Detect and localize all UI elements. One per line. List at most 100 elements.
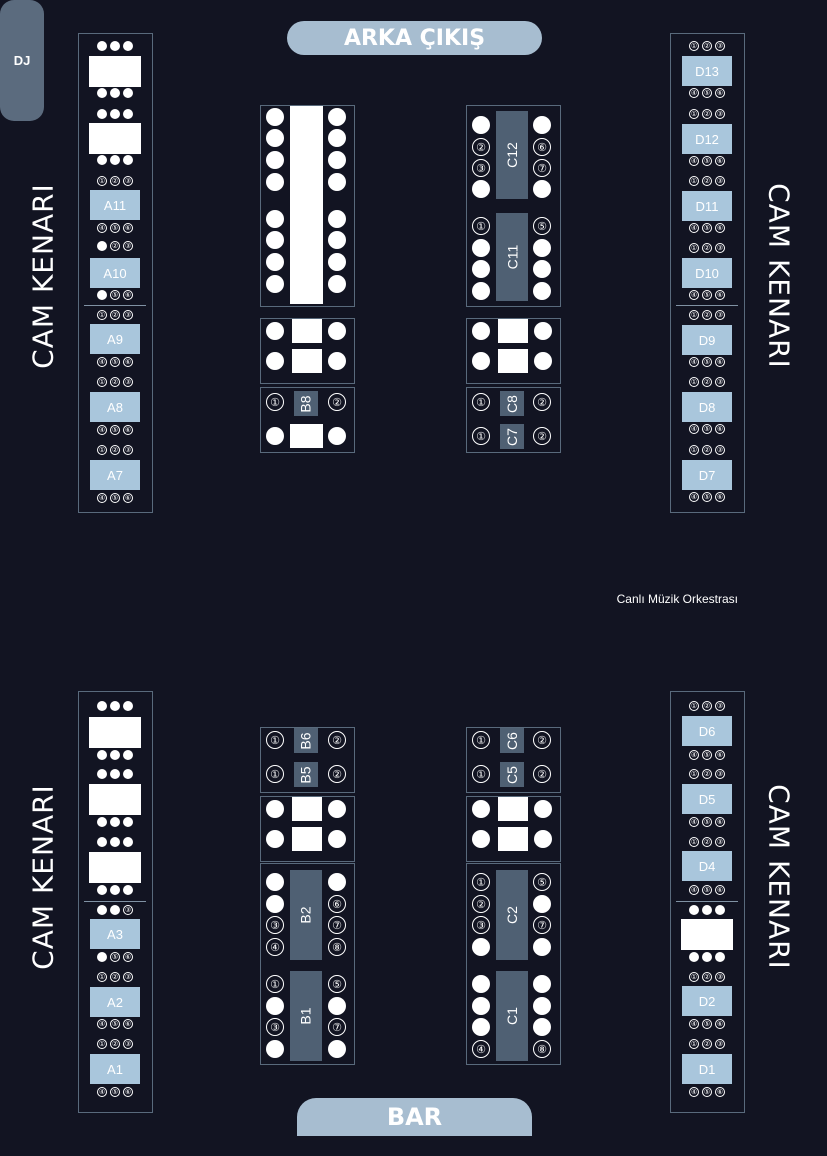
table-b5[interactable]: B5 xyxy=(294,762,318,787)
seat-open[interactable]: ② xyxy=(110,241,120,251)
table-d2[interactable]: D2 xyxy=(682,986,732,1016)
table-d1[interactable]: D1 xyxy=(682,1054,732,1084)
seat-open[interactable]: ④ xyxy=(97,357,107,367)
seat-open[interactable]: ⑤ xyxy=(110,1019,120,1029)
seat-open[interactable]: ② xyxy=(110,176,120,186)
table-b2[interactable]: B2 xyxy=(290,870,322,960)
seat-open[interactable]: ⑦ xyxy=(533,159,551,177)
table-a7[interactable]: A7 xyxy=(90,460,140,490)
table-a10[interactable]: A10 xyxy=(90,258,140,288)
seat-open[interactable]: ② xyxy=(328,765,346,783)
seat-open[interactable]: ④ xyxy=(689,1087,699,1097)
table-d4[interactable]: D4 xyxy=(682,851,732,881)
seat-open[interactable]: ① xyxy=(689,837,699,847)
seat-open[interactable]: ⑥ xyxy=(715,817,725,827)
seat-open[interactable]: ① xyxy=(689,243,699,253)
seat-open[interactable]: ⑧ xyxy=(533,1040,551,1058)
seat-open[interactable]: ③ xyxy=(123,377,133,387)
seat-open[interactable]: ① xyxy=(472,217,490,235)
seat-open[interactable]: ① xyxy=(97,310,107,320)
seat-open[interactable]: ④ xyxy=(97,425,107,435)
seat-open[interactable]: ⑤ xyxy=(110,357,120,367)
seat-open[interactable]: ③ xyxy=(715,837,725,847)
seat-open[interactable]: ② xyxy=(702,109,712,119)
seat-open[interactable]: ③ xyxy=(123,972,133,982)
table-reserved[interactable] xyxy=(89,852,141,883)
seat-open[interactable]: ② xyxy=(702,1039,712,1049)
table-d5[interactable]: D5 xyxy=(682,784,732,814)
seat-open[interactable]: ⑤ xyxy=(110,425,120,435)
seat-open[interactable]: ④ xyxy=(97,223,107,233)
seat-open[interactable]: ⑦ xyxy=(533,916,551,934)
table-b8[interactable]: B8 xyxy=(294,391,318,416)
table-reserved[interactable] xyxy=(498,319,528,343)
seat-open[interactable]: ⑥ xyxy=(715,1019,725,1029)
table-reserved[interactable] xyxy=(89,784,141,815)
seat-open[interactable]: ③ xyxy=(715,377,725,387)
seat-open[interactable]: ④ xyxy=(266,938,284,956)
seat-open[interactable]: ① xyxy=(689,176,699,186)
seat-open[interactable]: ⑤ xyxy=(702,223,712,233)
seat-open[interactable]: ① xyxy=(266,975,284,993)
seat-open[interactable]: ① xyxy=(689,377,699,387)
seat-open[interactable]: ⑤ xyxy=(702,156,712,166)
seat-open[interactable]: ② xyxy=(110,445,120,455)
seat-open[interactable]: ② xyxy=(702,176,712,186)
seat-open[interactable]: ① xyxy=(689,1039,699,1049)
seat-open[interactable]: ③ xyxy=(472,916,490,934)
seat-open[interactable]: ② xyxy=(702,837,712,847)
seat-open[interactable]: ⑥ xyxy=(715,156,725,166)
seat-open[interactable]: ② xyxy=(328,731,346,749)
table-c12[interactable]: C12 xyxy=(496,111,528,199)
seat-open[interactable]: ⑤ xyxy=(702,1019,712,1029)
seat-open[interactable]: ③ xyxy=(715,41,725,51)
seat-open[interactable]: ⑦ xyxy=(328,1018,346,1036)
table-reserved[interactable] xyxy=(292,797,322,821)
seat-open[interactable]: ① xyxy=(689,41,699,51)
seat-open[interactable]: ④ xyxy=(472,1040,490,1058)
seat-open[interactable]: ① xyxy=(689,109,699,119)
seat-open[interactable]: ① xyxy=(689,445,699,455)
seat-open[interactable]: ⑤ xyxy=(110,952,120,962)
seat-open[interactable]: ⑥ xyxy=(715,424,725,434)
seat-open[interactable]: ② xyxy=(110,1039,120,1049)
seat-open[interactable]: ⑥ xyxy=(715,357,725,367)
seat-open[interactable]: ④ xyxy=(97,1019,107,1029)
seat-open[interactable]: ① xyxy=(472,427,490,445)
table-c11[interactable]: C11 xyxy=(496,213,528,301)
seat-open[interactable]: ⑤ xyxy=(702,290,712,300)
seat-open[interactable]: ⑤ xyxy=(702,750,712,760)
table-c8[interactable]: C8 xyxy=(500,391,524,416)
table-c6[interactable]: C6 xyxy=(500,728,524,753)
table-d7[interactable]: D7 xyxy=(682,460,732,490)
table-d11[interactable]: D11 xyxy=(682,191,732,221)
table-a3[interactable]: A3 xyxy=(90,919,140,949)
table-b1[interactable]: B1 xyxy=(290,971,322,1061)
seat-open[interactable]: ② xyxy=(702,377,712,387)
seat-open[interactable]: ⑤ xyxy=(702,1087,712,1097)
table-a1[interactable]: A1 xyxy=(90,1054,140,1084)
seat-open[interactable]: ⑥ xyxy=(123,493,133,503)
table-d9[interactable]: D9 xyxy=(682,325,732,355)
table-reserved[interactable] xyxy=(498,349,528,373)
table-c2[interactable]: C2 xyxy=(496,870,528,960)
table-d6[interactable]: D6 xyxy=(682,716,732,746)
table-a11[interactable]: A11 xyxy=(90,190,140,220)
seat-open[interactable]: ⑥ xyxy=(123,290,133,300)
seat-open[interactable]: ① xyxy=(97,445,107,455)
seat-open[interactable]: ③ xyxy=(715,243,725,253)
seat-open[interactable]: ⑤ xyxy=(533,217,551,235)
seat-open[interactable]: ⑥ xyxy=(123,425,133,435)
seat-open[interactable]: ① xyxy=(689,972,699,982)
seat-open[interactable]: ⑤ xyxy=(533,873,551,891)
table-a9[interactable]: A9 xyxy=(90,324,140,354)
seat-open[interactable]: ④ xyxy=(689,290,699,300)
seat-open[interactable]: ③ xyxy=(715,769,725,779)
seat-open[interactable]: ② xyxy=(533,765,551,783)
table-reserved[interactable] xyxy=(292,319,322,343)
seat-open[interactable]: ⑥ xyxy=(123,1087,133,1097)
seat-open[interactable]: ② xyxy=(702,445,712,455)
seat-open[interactable]: ⑤ xyxy=(110,493,120,503)
seat-open[interactable]: ⑥ xyxy=(123,223,133,233)
seat-open[interactable]: ② xyxy=(533,393,551,411)
